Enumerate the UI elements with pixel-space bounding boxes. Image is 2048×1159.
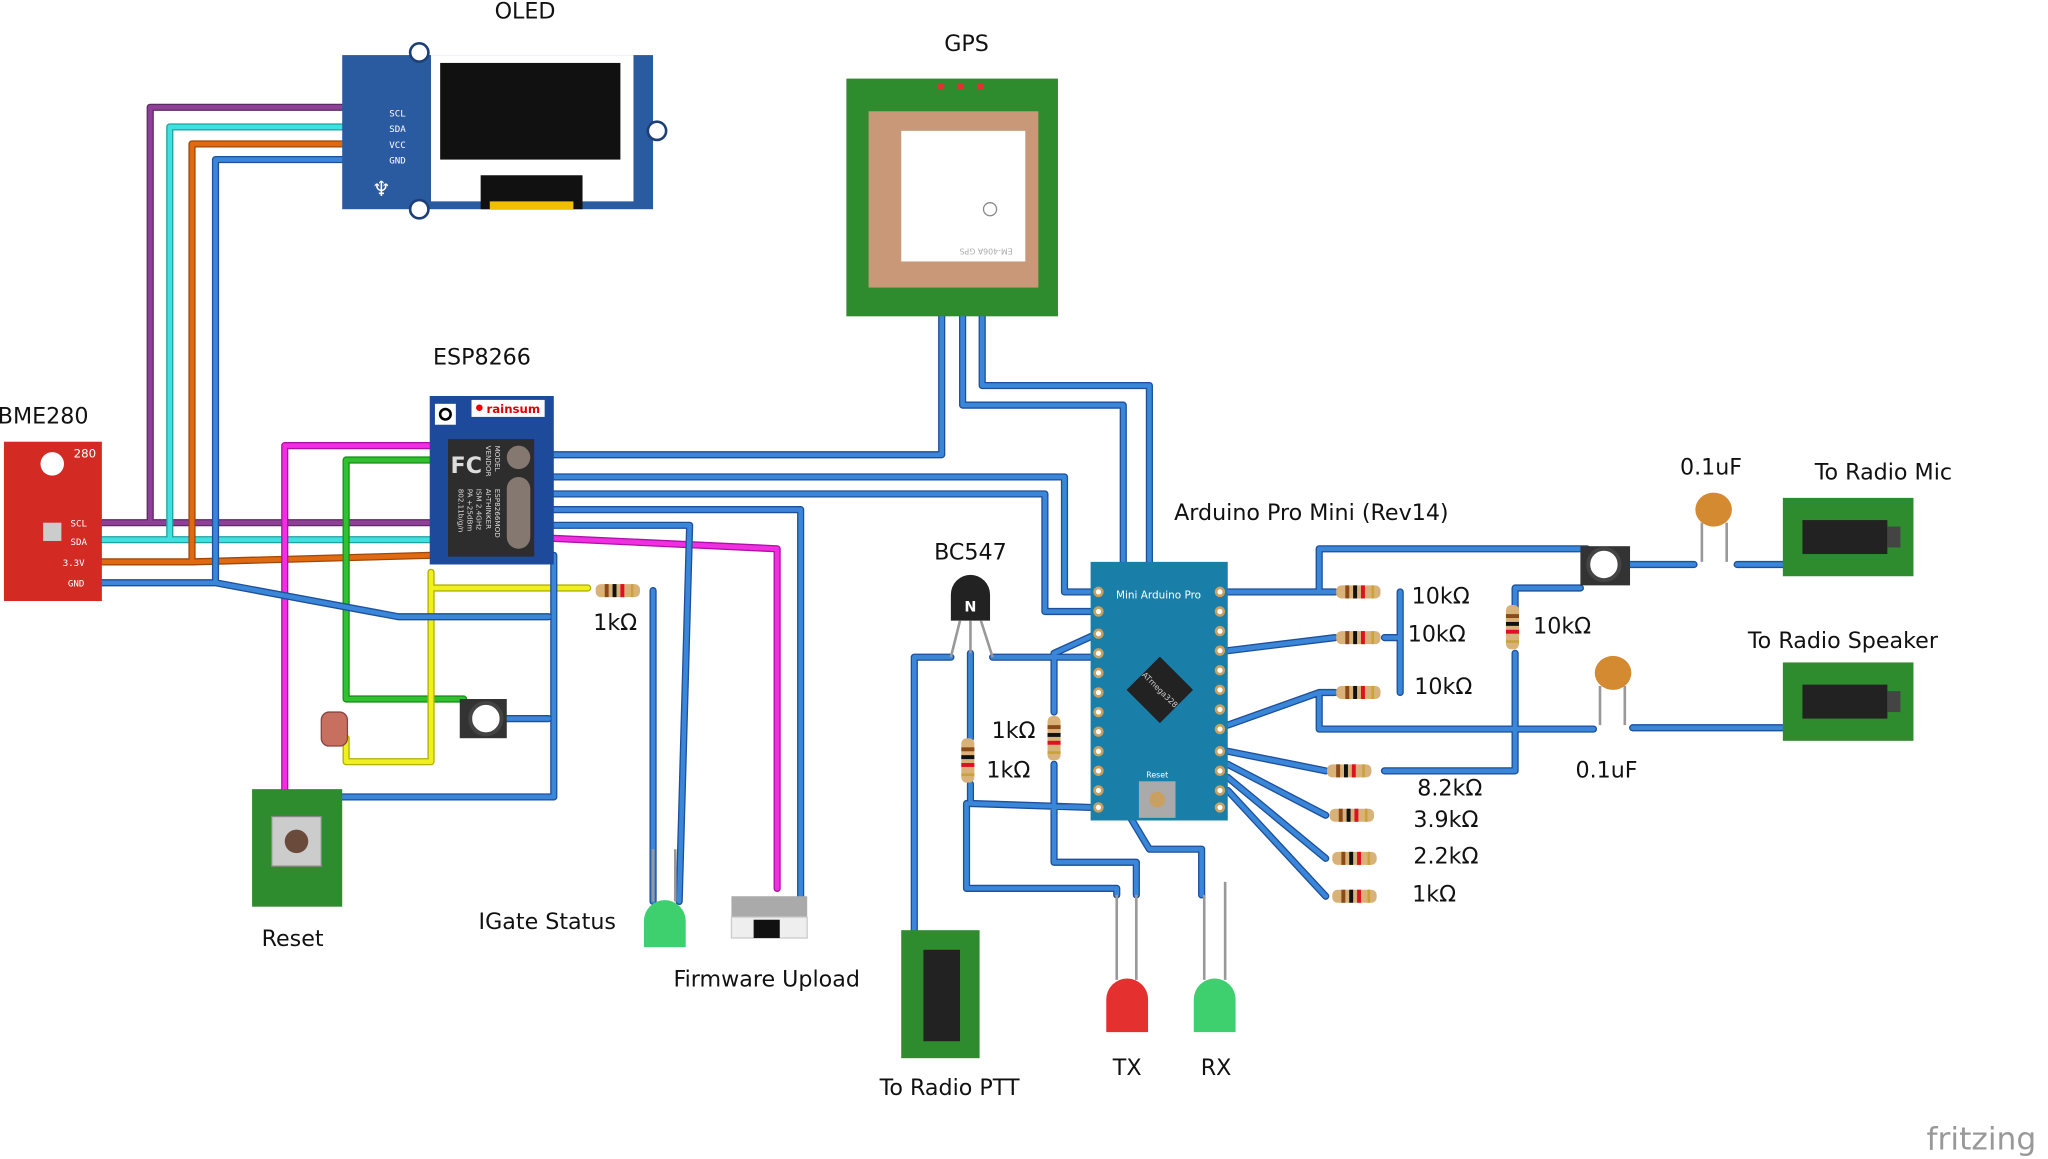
fritzing-logo: fritzing bbox=[1926, 1122, 2036, 1158]
mic-jack bbox=[1782, 497, 1914, 577]
mic-label: To Radio Mic bbox=[1814, 460, 1952, 486]
resistor-label: 3.9kΩ bbox=[1413, 807, 1478, 833]
resistor bbox=[595, 584, 640, 598]
oled-module: SCL SDA VCC GND ♆ bbox=[342, 42, 668, 220]
igate-status-led bbox=[643, 849, 686, 948]
resistor-label: 1kΩ bbox=[986, 757, 1030, 783]
esp-module-text: ESP8266MOD bbox=[493, 489, 502, 538]
board-text: Mini Arduino Pro bbox=[1116, 589, 1201, 601]
fcc-logo: FC bbox=[451, 453, 482, 479]
resistor-label: 1kΩ bbox=[992, 718, 1036, 744]
speaker-label: To Radio Speaker bbox=[1747, 628, 1939, 654]
esp-module-text: PA +25dBm bbox=[466, 489, 475, 532]
firmware-upload-label: Firmware Upload bbox=[673, 966, 859, 992]
bme280-label: BME280 bbox=[0, 403, 88, 429]
resistor-label: 10kΩ bbox=[1533, 614, 1591, 640]
reset-text[interactable]: Reset bbox=[1146, 770, 1168, 779]
tx-label: TX bbox=[1112, 1055, 1142, 1081]
cap-mic-label: 0.1uF bbox=[1680, 454, 1742, 480]
wire-blue bbox=[98, 155, 1833, 1023]
transistor-mark: N bbox=[964, 600, 976, 616]
pin-label: GND bbox=[389, 157, 405, 167]
resistor bbox=[1505, 604, 1520, 650]
wire-green bbox=[342, 456, 468, 703]
capacitor-speaker bbox=[1594, 655, 1632, 726]
pin-label: VCC bbox=[389, 141, 405, 151]
speaker-jack bbox=[1782, 662, 1914, 741]
resistor-label: 1kΩ bbox=[1412, 881, 1456, 907]
oled-label: OLED bbox=[495, 0, 556, 25]
rx-label: RX bbox=[1201, 1055, 1232, 1081]
wire-magenta bbox=[281, 442, 781, 892]
wire-cyan bbox=[98, 123, 435, 544]
gps-module: EM-406A GPS bbox=[846, 78, 1058, 317]
wire-orange bbox=[98, 140, 435, 566]
resistor bbox=[1336, 685, 1381, 700]
resistor bbox=[1336, 631, 1381, 645]
ptt-jack bbox=[901, 930, 980, 1059]
resistor bbox=[1047, 715, 1061, 761]
wire-purple bbox=[98, 103, 435, 527]
arduino-pro-mini: Mini Arduino Pro ATmega328 Reset bbox=[1090, 561, 1228, 821]
resistor bbox=[1332, 851, 1377, 865]
igate-status-label: IGate Status bbox=[479, 909, 616, 935]
esp8266-module: rainsum FC MODEL VENDOR ESP8266MOD AI-TH… bbox=[429, 395, 554, 565]
resistor bbox=[1332, 889, 1377, 903]
bc547-label: BC547 bbox=[934, 539, 1007, 565]
pin-label: SCL bbox=[389, 109, 406, 119]
potentiometer-right[interactable] bbox=[1580, 546, 1631, 586]
firmware-upload-switch[interactable] bbox=[730, 896, 808, 939]
bme280-module: 280 SCL SDA 3.3V GND bbox=[3, 441, 102, 602]
pin-label: SDA bbox=[71, 538, 88, 548]
resistor bbox=[1336, 585, 1381, 599]
resistor-label: 10kΩ bbox=[1414, 674, 1472, 700]
bme-marking: 280 bbox=[74, 446, 96, 460]
ptt-label: To Radio PTT bbox=[879, 1075, 1020, 1101]
resistor-label: 10kΩ bbox=[1408, 622, 1466, 648]
capacitor-mic bbox=[1695, 492, 1732, 562]
resistor-label: 2.2kΩ bbox=[1413, 844, 1478, 870]
resistor bbox=[1329, 808, 1375, 822]
reset-label: Reset bbox=[262, 926, 324, 952]
resistor bbox=[961, 738, 975, 783]
esp-brand: rainsum bbox=[486, 402, 540, 416]
bc547-transistor: N bbox=[949, 574, 994, 658]
arduino-label: Arduino Pro Mini (Rev14) bbox=[1174, 500, 1449, 526]
rx-led bbox=[1193, 881, 1236, 1033]
tx-led bbox=[1106, 894, 1149, 1033]
resistor bbox=[1327, 764, 1372, 778]
esp-module-text: MODEL bbox=[493, 446, 502, 472]
gps-marking: EM-406A GPS bbox=[960, 246, 1013, 255]
resistor-label: 1kΩ bbox=[593, 610, 637, 636]
pin-label: SDA bbox=[389, 125, 406, 135]
cap-speaker-label: 0.1uF bbox=[1575, 757, 1637, 783]
pin-label: 3.3V bbox=[63, 559, 85, 569]
grove-logo-icon: ♆ bbox=[372, 177, 391, 201]
pin-label: GND bbox=[68, 580, 84, 590]
resistor-label: 8.2kΩ bbox=[1417, 776, 1482, 802]
pin-label: SCL bbox=[71, 520, 88, 530]
esp8266-label: ESP8266 bbox=[433, 345, 531, 371]
esp-module-text: VENDOR bbox=[484, 446, 493, 477]
reset-button[interactable] bbox=[252, 789, 343, 907]
esp-module-text: 802.11b/g/n bbox=[456, 489, 465, 533]
esp-module-text: ISM 2.4GHz bbox=[475, 489, 484, 530]
wire-yellow bbox=[342, 568, 592, 766]
photoresistor bbox=[320, 711, 349, 747]
potentiometer-left[interactable] bbox=[459, 699, 507, 739]
resistor-label: 10kΩ bbox=[1412, 584, 1470, 610]
esp-module-text: AI-THINKER bbox=[484, 489, 493, 529]
gps-label: GPS bbox=[944, 31, 989, 57]
